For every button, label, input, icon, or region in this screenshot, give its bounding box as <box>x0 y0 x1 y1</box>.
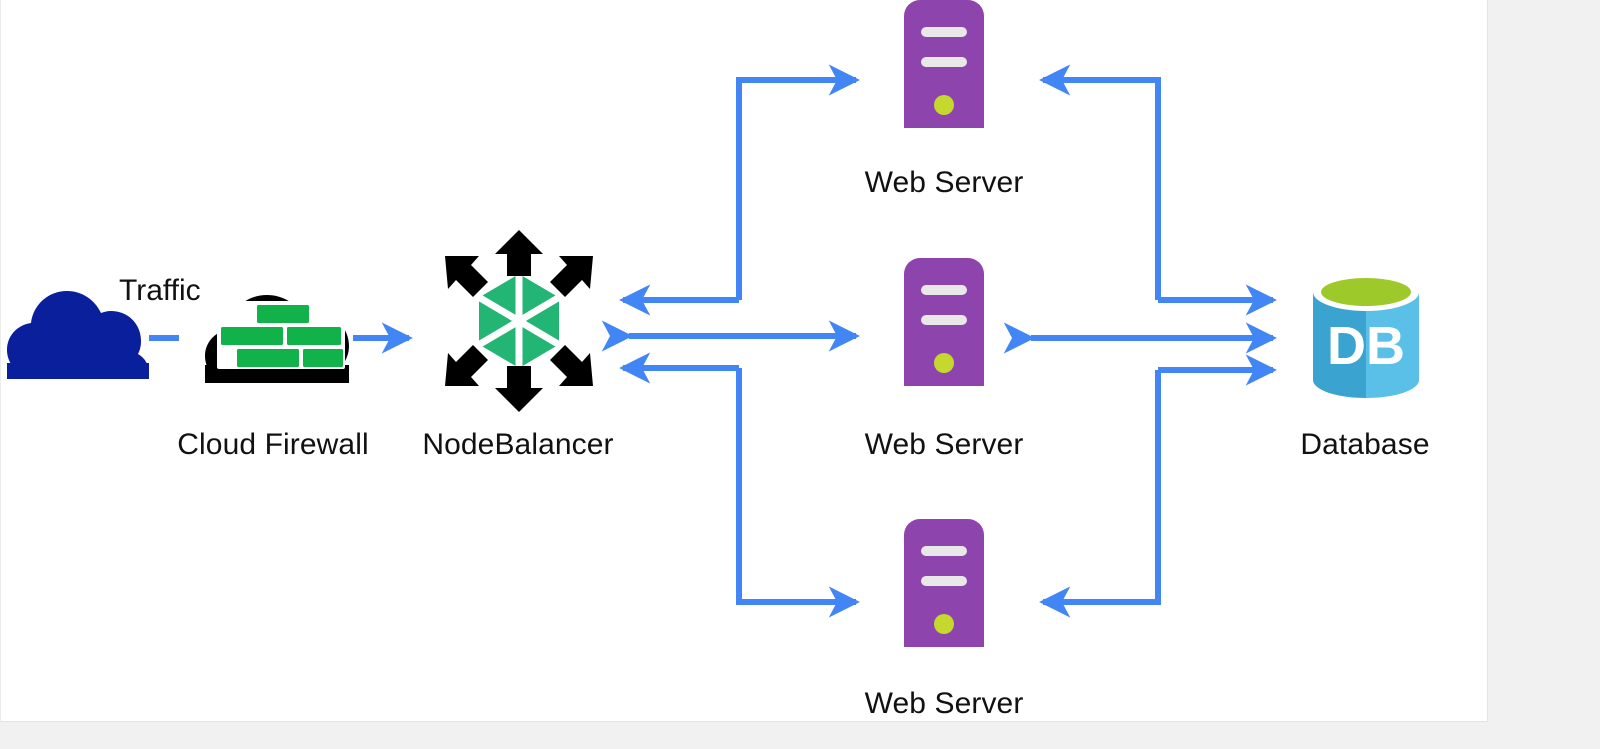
diagram-canvas: Traffic Cloud Firew <box>0 0 1488 722</box>
wire-server3-db <box>1039 370 1161 618</box>
server-icon-1 <box>904 0 984 128</box>
server-icon-glyph <box>904 258 984 386</box>
nodebalancer-icon <box>431 228 607 414</box>
cloud-icon <box>5 285 151 381</box>
server-icon-3 <box>904 519 984 647</box>
wire-nb-server3 <box>736 368 860 618</box>
server-label-3: Web Server <box>864 687 1024 720</box>
database-glyph: DB <box>1327 316 1405 376</box>
traffic-label: Traffic <box>119 274 201 307</box>
database-icon-glyph: DB <box>1313 273 1419 398</box>
nodebalancer-icon-glyph <box>445 230 593 412</box>
cloud-icon-glyph <box>7 291 149 379</box>
server-label-2: Web Server <box>864 428 1024 461</box>
firewall-icon-glyph <box>205 295 349 383</box>
server-icon-glyph <box>904 519 984 647</box>
server-icon-2 <box>904 258 984 386</box>
server-icon-glyph <box>904 0 984 128</box>
firewall-label: Cloud Firewall <box>177 428 369 461</box>
nodebalancer-label: NodeBalancer <box>422 428 614 461</box>
database-icon: DB <box>1311 272 1421 400</box>
database-label: Database <box>1300 428 1430 461</box>
firewall-icon <box>197 283 355 387</box>
server-label-1: Web Server <box>864 166 1024 199</box>
